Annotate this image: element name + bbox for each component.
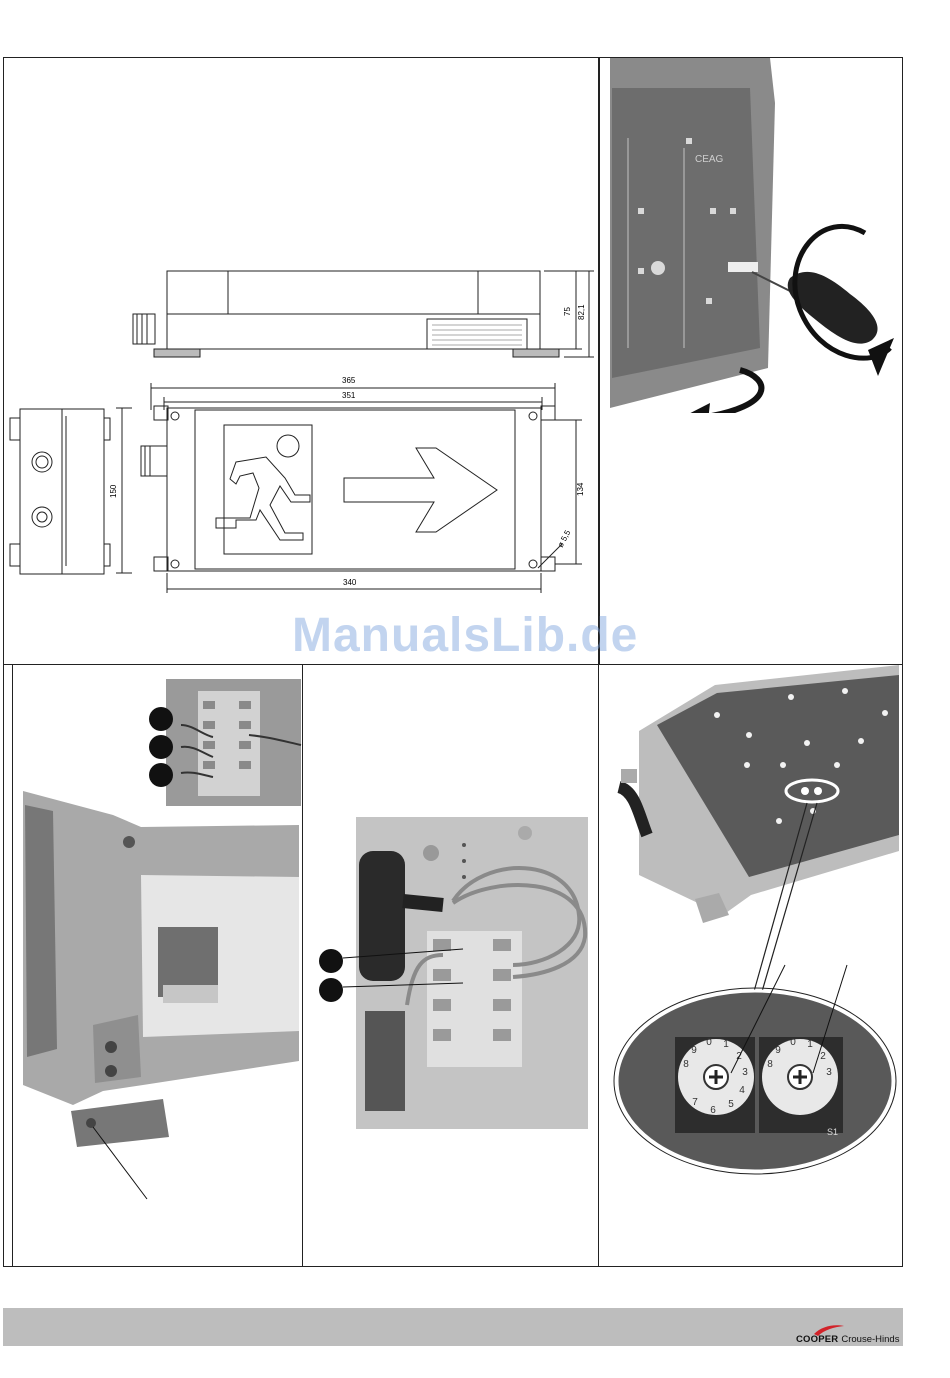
dimension-drawing: 75 82,1 365 351 bbox=[4, 58, 597, 664]
dip-left-5: 5 bbox=[728, 1099, 734, 1110]
photo-housing-terminal bbox=[13, 665, 302, 1266]
brand-name-rest: Crouse-Hinds bbox=[841, 1334, 899, 1345]
dim-150: 150 bbox=[109, 484, 118, 498]
dip-right-8: 8 bbox=[767, 1059, 773, 1070]
dim-82: 82,1 bbox=[577, 304, 586, 320]
dip-right-3: 3 bbox=[826, 1067, 832, 1078]
dip-right-2: 2 bbox=[820, 1051, 826, 1062]
dip-right-9: 9 bbox=[775, 1045, 781, 1056]
dim-134: 134 bbox=[576, 482, 585, 496]
dip-right-0: 0 bbox=[790, 1037, 796, 1048]
photo-dip-switches: 8 9 0 1 2 3 4 5 6 7 8 9 0 1 2 3 S1 bbox=[599, 665, 899, 1266]
watermark: ManualsLib.de bbox=[292, 608, 638, 663]
dip-left-6: 6 bbox=[710, 1105, 716, 1116]
dim-340: 340 bbox=[343, 578, 357, 587]
drawing-svg: 75 82,1 365 351 bbox=[4, 58, 597, 664]
divider-top bbox=[598, 57, 600, 665]
dim-hole: ø 5,5 bbox=[556, 528, 573, 549]
pcb-brand: CEAG bbox=[695, 154, 724, 165]
brand-swoosh-icon bbox=[814, 1324, 844, 1336]
footer-bar bbox=[3, 1308, 903, 1346]
dip-left-0: 0 bbox=[706, 1037, 712, 1048]
dip-left-7: 7 bbox=[692, 1097, 698, 1108]
dip-left-9: 9 bbox=[691, 1045, 697, 1056]
dim-351: 351 bbox=[342, 391, 356, 400]
dip-left-4: 4 bbox=[739, 1085, 745, 1096]
photo-terminal-block bbox=[303, 665, 597, 1266]
dip-left-8: 8 bbox=[683, 1059, 689, 1070]
dim-365: 365 bbox=[342, 376, 356, 385]
dip-switch-tag: S1 bbox=[827, 1127, 838, 1137]
dip-left-3: 3 bbox=[742, 1067, 748, 1078]
brand-logo: COOPER Crouse-Hinds bbox=[796, 1334, 899, 1345]
dip-right-1: 1 bbox=[807, 1039, 813, 1050]
dip-left-1: 1 bbox=[723, 1039, 729, 1050]
dim-75: 75 bbox=[563, 307, 572, 316]
photo-pcb-screwdriver: CEAG bbox=[610, 58, 898, 413]
